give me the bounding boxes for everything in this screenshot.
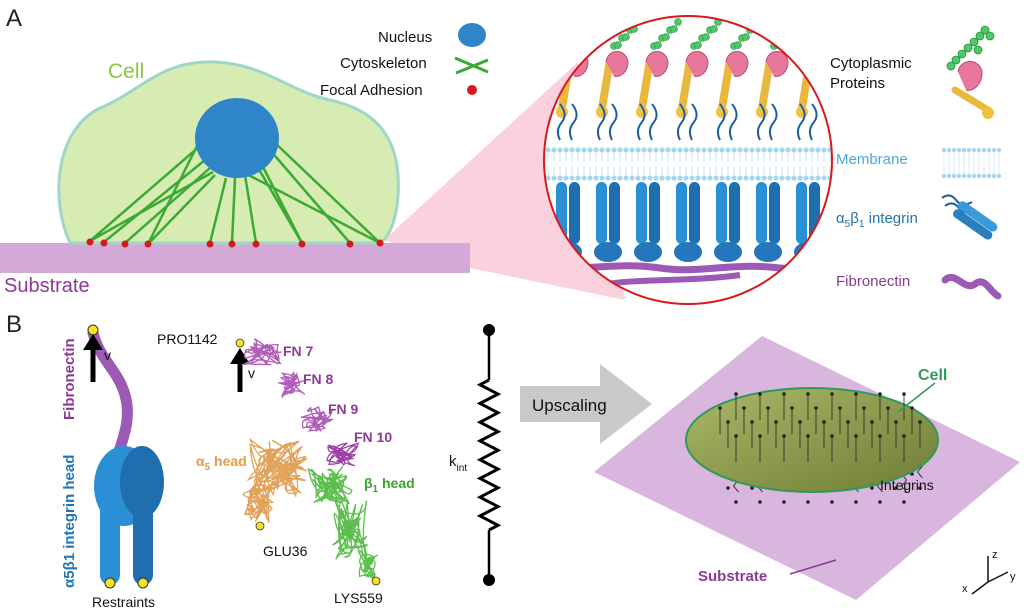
legend-integrin-icon <box>941 194 998 240</box>
legend-cytoskeleton-label: Cytoskeleton <box>340 55 427 72</box>
beta1-head-label: β1 head <box>364 475 415 495</box>
fn9-label: FN 9 <box>328 401 359 417</box>
zoom-circle-border <box>543 15 833 305</box>
legend-membrane-icon <box>941 147 1002 179</box>
glu36-point <box>255 521 265 531</box>
legend-fibronectin-icon <box>941 274 1002 300</box>
pro1142-label: PRO1142 <box>157 331 218 347</box>
cell-label: Cell <box>108 60 144 83</box>
k-int-label: kint <box>449 453 467 474</box>
integrins-label: Integrins <box>880 477 934 493</box>
legend-cyto-line1: Cytoplasmic <box>830 55 912 72</box>
fn10-label: FN 10 <box>354 429 392 445</box>
substrate-3d-label: Substrate <box>698 568 767 585</box>
pull-arrow-2 <box>230 348 250 392</box>
upscaling-arrow <box>520 364 652 444</box>
alpha5-head-label: α5 head <box>196 453 247 473</box>
velocity-label-2: v <box>248 365 255 381</box>
cytoskeleton-fibers <box>89 119 381 245</box>
legend-nucleus-icon <box>458 23 486 47</box>
zoom-circle-content <box>544 16 832 304</box>
nucleus <box>195 98 279 178</box>
legend-cyto-line2: Proteins <box>830 75 885 92</box>
focal-adhesions <box>86 238 384 248</box>
legend-integrin-label: α5β1 integrin <box>836 210 918 230</box>
fibronectin-strand <box>87 327 156 464</box>
spring-model <box>476 324 502 586</box>
cell-ellipse <box>685 387 939 493</box>
legend-focal-adhesion-label: Focal Adhesion <box>320 82 423 99</box>
pro1142-point <box>235 338 245 348</box>
pull-arrow-1 <box>83 334 103 382</box>
substrate-slab <box>0 243 470 273</box>
fibronectin-vertical-label: Fibronectin <box>61 338 78 420</box>
cell-leader-line <box>897 382 936 413</box>
fn7-label: FN 7 <box>283 343 314 359</box>
panel-a-label: A <box>6 5 22 32</box>
axis-x-label: x <box>962 583 968 595</box>
pull-point-top <box>87 324 99 336</box>
velocity-label-1: v <box>104 347 111 363</box>
legend-cytoplasmic-protein-icon <box>946 25 995 119</box>
legend-membrane-label: Membrane <box>836 151 908 168</box>
integrin-head-vertical-label: α5β1 integrin head <box>61 455 78 588</box>
integrin-head-model <box>94 446 164 589</box>
legend-focal-adhesion-icon <box>467 85 477 95</box>
cell-3d-label: Cell <box>918 367 947 384</box>
substrate-label: Substrate <box>4 275 90 297</box>
xyz-axes <box>971 556 1009 595</box>
axis-z-label: z <box>992 549 998 561</box>
membrane-lipids <box>545 147 832 181</box>
panel-b-label: B <box>6 311 22 338</box>
legend-nucleus-label: Nucleus <box>378 29 432 46</box>
legend-fibronectin-label: Fibronectin <box>836 273 910 290</box>
integrin-heads-3d <box>718 392 922 462</box>
restraints-label: Restraints <box>92 594 155 610</box>
upscaling-label: Upscaling <box>532 396 607 415</box>
lys559-point <box>371 576 381 586</box>
protein-ribbons <box>242 338 379 580</box>
substrate-leader-line <box>789 559 837 575</box>
lys559-label: LYS559 <box>334 590 383 606</box>
glu36-label: GLU36 <box>263 543 308 559</box>
axis-y-label: y <box>1010 571 1016 583</box>
fn8-label: FN 8 <box>303 371 334 387</box>
legend-cytoskeleton-icon <box>454 56 489 75</box>
